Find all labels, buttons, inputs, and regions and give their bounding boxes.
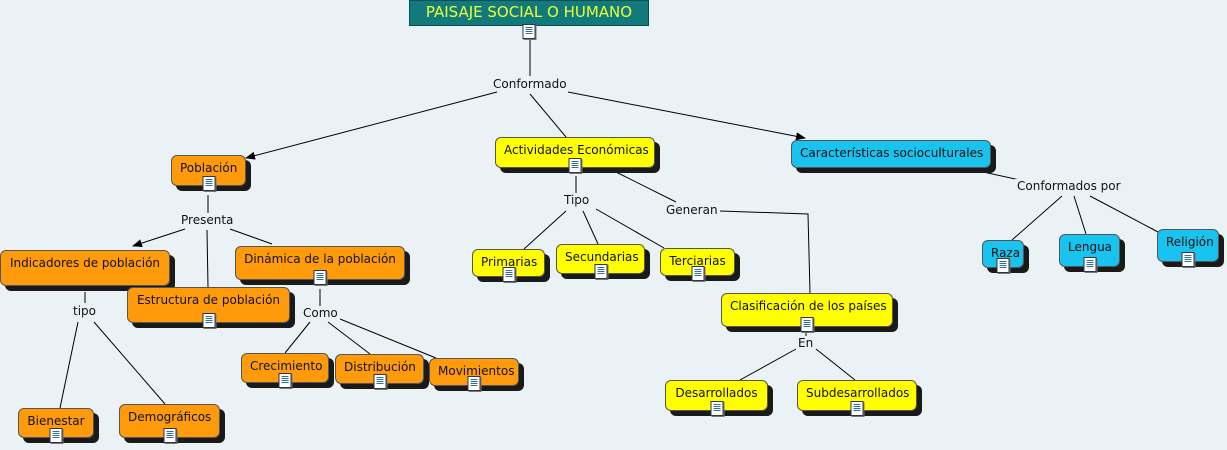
document-icon[interactable]	[594, 264, 607, 279]
document-icon[interactable]	[800, 317, 814, 332]
map-title-label: PAISAJE SOCIAL O HUMANO	[425, 3, 633, 21]
node-dinamica-label: Dinámica de la población	[244, 252, 396, 266]
link-conformado-actividades	[529, 93, 567, 138]
linking-phrase-conformados-por: Conformados por	[1015, 179, 1123, 193]
link-conformados-lengua	[1073, 195, 1087, 235]
link-tipo-demograficos	[93, 321, 166, 405]
linking-phrase-como: Como	[301, 306, 340, 320]
document-icon[interactable]	[49, 428, 63, 443]
node-clasificacion-paises[interactable]: Clasificación de los países	[721, 293, 893, 332]
node-actividades-economicas[interactable]: Actividades Económicas	[495, 137, 655, 173]
linking-phrase-generan: Generan	[664, 203, 720, 217]
document-icon[interactable]	[691, 266, 704, 281]
node-secundarias[interactable]: Secundarias	[556, 244, 645, 279]
linking-phrase-tipo-actividades: Tipo	[562, 193, 592, 207]
node-subdesarrollados[interactable]: Subdesarrollados	[797, 380, 917, 416]
linking-phrase-conformado: Conformado	[491, 77, 569, 91]
node-subdesarrollados-label: Subdesarrollados	[806, 386, 910, 400]
link-tipo-secundarias	[582, 210, 599, 245]
link-como-movimientos	[339, 318, 437, 359]
node-poblacion-label: Población	[180, 161, 238, 175]
node-primarias[interactable]: Primarias	[472, 249, 545, 282]
node-poblacion[interactable]: Población	[171, 155, 246, 191]
node-estructura-poblacion[interactable]: Estructura de población	[127, 287, 290, 328]
node-lengua[interactable]: Lengua	[1059, 234, 1120, 272]
document-icon[interactable]	[163, 428, 176, 443]
link-conformado-caracteristicas	[567, 91, 806, 141]
link-conformados-raza	[1011, 195, 1063, 241]
node-demograficos[interactable]: Demográficos	[119, 404, 220, 443]
document-icon[interactable]	[710, 401, 723, 416]
document-icon[interactable]	[202, 313, 215, 328]
link-tipo-terciarias	[595, 208, 665, 249]
document-icon[interactable]	[373, 374, 386, 389]
node-actividades-label: Actividades Económicas	[504, 143, 649, 157]
document-icon[interactable]	[996, 258, 1010, 273]
link-conformado-poblacion	[245, 91, 498, 160]
node-distribucion-label: Distribución	[344, 360, 416, 374]
node-dinamica-poblacion[interactable]: Dinámica de la población	[235, 246, 405, 285]
node-caracteristicas-socioculturales[interactable]: Características socioculturales	[791, 140, 991, 168]
link-conformados-religion	[1089, 195, 1159, 233]
node-clasificacion-label: Clasificación de los países	[730, 299, 887, 313]
linking-phrase-presenta: Presenta	[179, 213, 236, 227]
link-actividades-generan	[615, 171, 677, 203]
node-movimientos[interactable]: Movimientos	[429, 358, 519, 391]
document-icon[interactable]	[278, 373, 292, 388]
link-generan-clasificacion	[719, 210, 811, 294]
node-caracteristicas-label: Características socioculturales	[800, 146, 984, 160]
node-raza-label: Raza	[991, 246, 1021, 260]
document-icon[interactable]	[1083, 257, 1096, 272]
document-icon[interactable]	[502, 267, 515, 282]
node-bienestar[interactable]: Bienestar	[18, 408, 94, 443]
linking-phrase-tipo-indicadores: tipo	[71, 304, 98, 318]
document-icon[interactable]	[467, 376, 481, 391]
link-presenta-indicadores	[132, 228, 186, 248]
link-tipo-primarias	[523, 210, 567, 250]
document-icon[interactable]	[522, 24, 536, 39]
document-icon[interactable]	[850, 401, 864, 416]
document-icon[interactable]	[1181, 252, 1195, 267]
link-en-subdesarrollados	[815, 348, 856, 381]
node-movimientos-label: Movimientos	[438, 364, 515, 378]
link-tipo-bienestar	[59, 321, 79, 409]
node-demograficos-label: Demográficos	[128, 410, 212, 424]
node-indicadores-poblacion[interactable]: Indicadores de población	[0, 250, 170, 286]
link-presenta-estructura	[206, 229, 209, 288]
link-presenta-dinamica	[229, 228, 273, 245]
node-lengua-label: Lengua	[1068, 240, 1113, 254]
document-icon[interactable]	[202, 176, 215, 191]
node-crecimiento-label: Crecimiento	[250, 359, 323, 373]
link-caracteristicas-conformados	[964, 167, 1021, 181]
node-terciarias[interactable]: Terciarias	[660, 248, 735, 281]
map-title: PAISAJE SOCIAL O HUMANO	[409, 0, 649, 39]
node-religion[interactable]: Religión	[1157, 229, 1219, 267]
link-como-distribucion	[327, 321, 371, 355]
node-indicadores-label: Indicadores de población	[9, 256, 161, 270]
node-primarias-label: Primarias	[481, 255, 538, 269]
node-crecimiento[interactable]: Crecimiento	[241, 353, 329, 388]
document-icon[interactable]	[568, 158, 582, 173]
link-en-desarrollados	[739, 348, 797, 381]
document-icon[interactable]	[313, 270, 327, 285]
node-terciarias-label: Terciarias	[669, 254, 726, 268]
node-bienestar-label: Bienestar	[27, 414, 85, 428]
node-estructura-label: Estructura de población	[136, 293, 281, 307]
node-desarrollados[interactable]: Desarrollados	[665, 380, 768, 416]
linking-phrase-en: En	[796, 336, 816, 350]
node-desarrollados-label: Desarrollados	[675, 386, 758, 400]
node-raza[interactable]: Raza	[982, 240, 1024, 273]
node-distribucion[interactable]: Distribución	[335, 354, 424, 389]
node-religion-label: Religión	[1166, 235, 1214, 249]
node-secundarias-label: Secundarias	[565, 250, 639, 264]
link-como-crecimiento	[284, 321, 311, 354]
